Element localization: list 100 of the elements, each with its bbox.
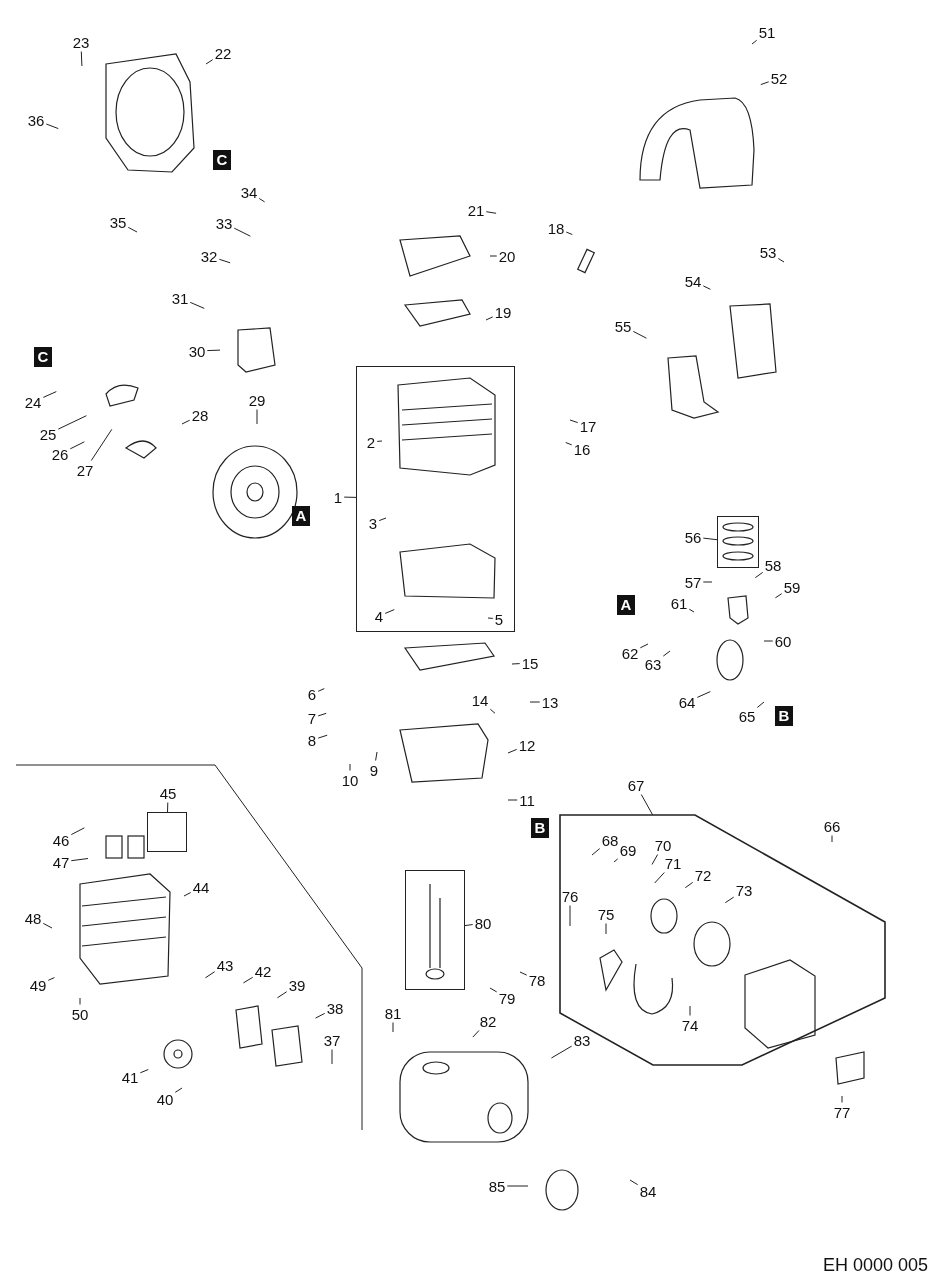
- callout-number: 50: [71, 1006, 89, 1022]
- callout-number: 63: [644, 656, 662, 672]
- leader-line: [349, 763, 351, 771]
- callout-number: 47: [52, 854, 70, 870]
- assembly-frame: [560, 815, 885, 1065]
- callout-number: 69: [619, 842, 637, 858]
- leader-line: [507, 748, 518, 754]
- callout-number: 19: [494, 304, 512, 320]
- callout-number: 5: [494, 611, 504, 627]
- leader-line: [205, 59, 214, 65]
- callout-number: 2: [366, 434, 376, 450]
- callout-number: 15: [521, 655, 539, 671]
- callout-number: 27: [76, 462, 94, 478]
- callout-number: 73: [735, 882, 753, 898]
- callout-number: 40: [156, 1091, 174, 1107]
- callout-number: 16: [573, 441, 591, 457]
- leader-line: [90, 428, 113, 461]
- leader-line: [127, 226, 138, 233]
- callout-number: 31: [171, 290, 189, 306]
- leader-line: [831, 835, 833, 843]
- leader-line: [378, 517, 387, 522]
- callout-number: 55: [614, 318, 632, 334]
- leader-line: [702, 581, 713, 583]
- leader-line: [70, 858, 89, 862]
- leader-line: [317, 734, 328, 739]
- callout-number: 14: [471, 692, 489, 708]
- leader-line: [662, 650, 671, 657]
- reference-marker: C: [34, 347, 52, 367]
- leader-line: [258, 198, 266, 203]
- callout-number: 77: [833, 1104, 851, 1120]
- leader-line: [375, 751, 378, 761]
- leader-line: [702, 285, 711, 290]
- leader-line: [696, 691, 711, 698]
- leader-line: [489, 987, 498, 993]
- leader-line: [519, 971, 528, 976]
- leader-line: [569, 905, 571, 927]
- leader-line: [69, 441, 85, 450]
- callout-number: 74: [681, 1017, 699, 1033]
- leader-line: [629, 1179, 639, 1186]
- leader-line: [777, 258, 785, 263]
- reference-marker: A: [292, 506, 310, 526]
- leader-line: [384, 609, 395, 614]
- callout-number: 49: [29, 977, 47, 993]
- leader-line: [489, 708, 496, 714]
- callout-number: 29: [248, 392, 266, 408]
- callout-number: 48: [24, 910, 42, 926]
- leader-line: [167, 802, 169, 813]
- callout-number: 9: [369, 762, 379, 778]
- callout-number: 6: [307, 686, 317, 702]
- callout-number: 61: [670, 595, 688, 611]
- leader-line: [42, 922, 53, 929]
- leader-line: [760, 81, 770, 86]
- leader-line: [565, 442, 573, 446]
- leader-line: [511, 663, 521, 665]
- callout-number: 18: [547, 220, 565, 236]
- callout-number: 81: [384, 1005, 402, 1021]
- callout-number: 41: [121, 1069, 139, 1085]
- leader-line: [754, 571, 764, 579]
- callout-number: 13: [541, 694, 559, 710]
- callout-number: 78: [528, 972, 546, 988]
- leader-line: [565, 231, 573, 235]
- callout-number: 72: [694, 867, 712, 883]
- callout-number: 24: [24, 394, 42, 410]
- leader-line: [688, 608, 695, 613]
- reference-marker: A: [617, 595, 635, 615]
- callout-number: 51: [758, 24, 776, 40]
- callout-number: 38: [326, 1000, 344, 1016]
- callout-number: 83: [573, 1032, 591, 1048]
- callout-number: 3: [368, 515, 378, 531]
- leader-line: [529, 701, 541, 703]
- leader-line: [139, 1069, 149, 1074]
- callout-number: 60: [774, 633, 792, 649]
- callout-number: 75: [597, 906, 615, 922]
- callout-number: 54: [684, 273, 702, 289]
- callout-number: 8: [307, 732, 317, 748]
- callout-number: 71: [664, 855, 682, 871]
- callout-number: 67: [627, 777, 645, 793]
- leader-line: [724, 896, 735, 904]
- leader-line: [256, 409, 258, 425]
- callout-number: 39: [288, 977, 306, 993]
- leader-line: [774, 593, 783, 599]
- leader-line: [506, 1185, 529, 1187]
- callout-number: 11: [519, 792, 535, 808]
- reference-marker: B: [775, 706, 793, 726]
- callout-number: 52: [770, 70, 788, 86]
- callout-number: 32: [200, 248, 218, 264]
- leader-line: [45, 123, 59, 130]
- callout-number: 65: [738, 708, 756, 724]
- leader-line: [392, 1022, 394, 1033]
- leader-line: [276, 991, 288, 999]
- leader-line: [80, 51, 83, 67]
- leader-line: [569, 419, 579, 424]
- leader-line: [632, 330, 647, 339]
- callout-number: 7: [307, 710, 317, 726]
- leader-line: [242, 976, 254, 984]
- callout-number: 36: [27, 112, 45, 128]
- leader-line: [756, 701, 765, 708]
- callout-number: 66: [823, 818, 841, 834]
- callout-number: 25: [39, 426, 57, 442]
- callout-number: 4: [374, 608, 384, 624]
